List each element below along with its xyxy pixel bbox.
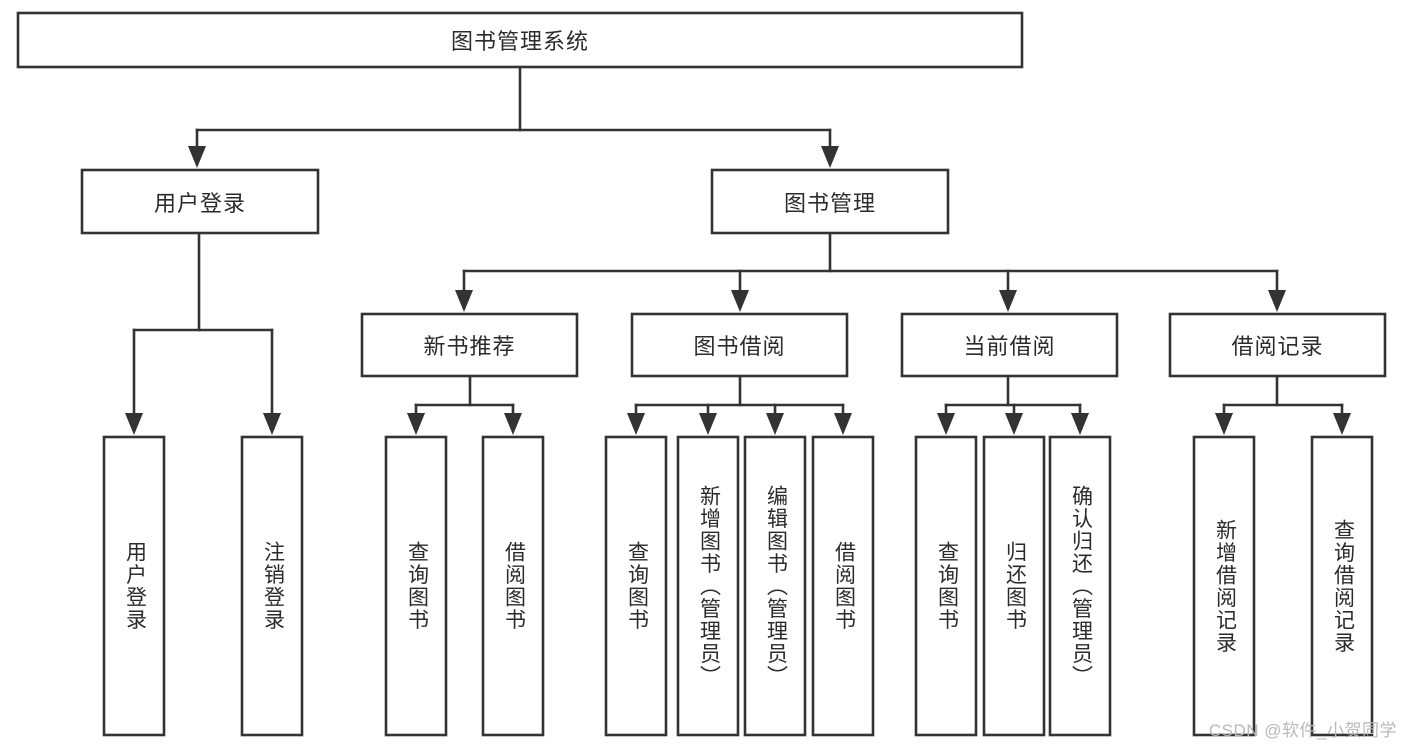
connectors-layer: [125, 65, 1351, 435]
node-box-book-manage[interactable]: [710, 168, 950, 235]
node-box-current-borrow[interactable]: [900, 312, 1119, 378]
node-box-leaf-confirm-return-admin[interactable]: [1048, 435, 1112, 737]
conn-c3-leaf-3-arrowhead: [1071, 413, 1089, 435]
node-box-leaf-borrow-book-1[interactable]: [481, 435, 545, 737]
conn-manage-to-c2-arrowhead: [731, 290, 749, 312]
node-box-borrow-record[interactable]: [1168, 312, 1387, 378]
conn-login-leaf-1-arrowhead: [125, 413, 143, 435]
conn-manage-to-c4-arrowhead: [1268, 290, 1286, 312]
node-box-leaf-query-book-2[interactable]: [604, 435, 668, 737]
conn-root-to-login-arrowhead: [188, 146, 206, 168]
node-box-leaf-borrow-book-2[interactable]: [811, 435, 875, 737]
node-box-leaf-edit-book-admin[interactable]: [743, 435, 807, 737]
conn-c3-leaf-1-arrowhead: [937, 413, 955, 435]
node-box-new-book-recommend[interactable]: [360, 312, 579, 378]
node-box-leaf-query-book-1[interactable]: [384, 435, 448, 737]
node-box-leaf-user-login[interactable]: [102, 435, 166, 737]
conn-manage-to-c3-arrowhead: [999, 290, 1017, 312]
node-box-leaf-query-book-3[interactable]: [914, 435, 978, 737]
node-box-leaf-add-borrow-record[interactable]: [1192, 435, 1256, 737]
conn-c3-leaf-2-arrowhead: [1005, 413, 1023, 435]
node-box-leaf-logout-login[interactable]: [240, 435, 304, 737]
node-box-book-borrow[interactable]: [630, 312, 849, 378]
boxes-layer: [16, 11, 1387, 737]
conn-c4-leaf-2-arrowhead: [1333, 413, 1351, 435]
node-box-root[interactable]: [16, 11, 1024, 69]
conn-login-leaf-2-arrowhead: [263, 413, 281, 435]
conn-c1-leaf-1-arrowhead: [407, 413, 425, 435]
conn-c2-leaf-2-arrowhead: [699, 413, 717, 435]
node-box-leaf-query-borrow-record[interactable]: [1310, 435, 1374, 737]
conn-root-to-manage-arrowhead: [821, 146, 839, 168]
conn-c4-leaf-1-arrowhead: [1215, 413, 1233, 435]
node-box-leaf-return-book[interactable]: [982, 435, 1046, 737]
conn-c2-leaf-1-arrowhead: [627, 413, 645, 435]
conn-c2-leaf-3-arrowhead: [766, 413, 784, 435]
node-box-leaf-add-book-admin[interactable]: [676, 435, 740, 737]
node-box-user-login[interactable]: [80, 168, 320, 235]
conn-c1-leaf-2-arrowhead: [504, 413, 522, 435]
watermark-text: CSDN @软件_小贺同学: [1208, 721, 1397, 740]
conn-manage-to-c1-arrowhead: [455, 290, 473, 312]
conn-c2-leaf-4-arrowhead: [834, 413, 852, 435]
